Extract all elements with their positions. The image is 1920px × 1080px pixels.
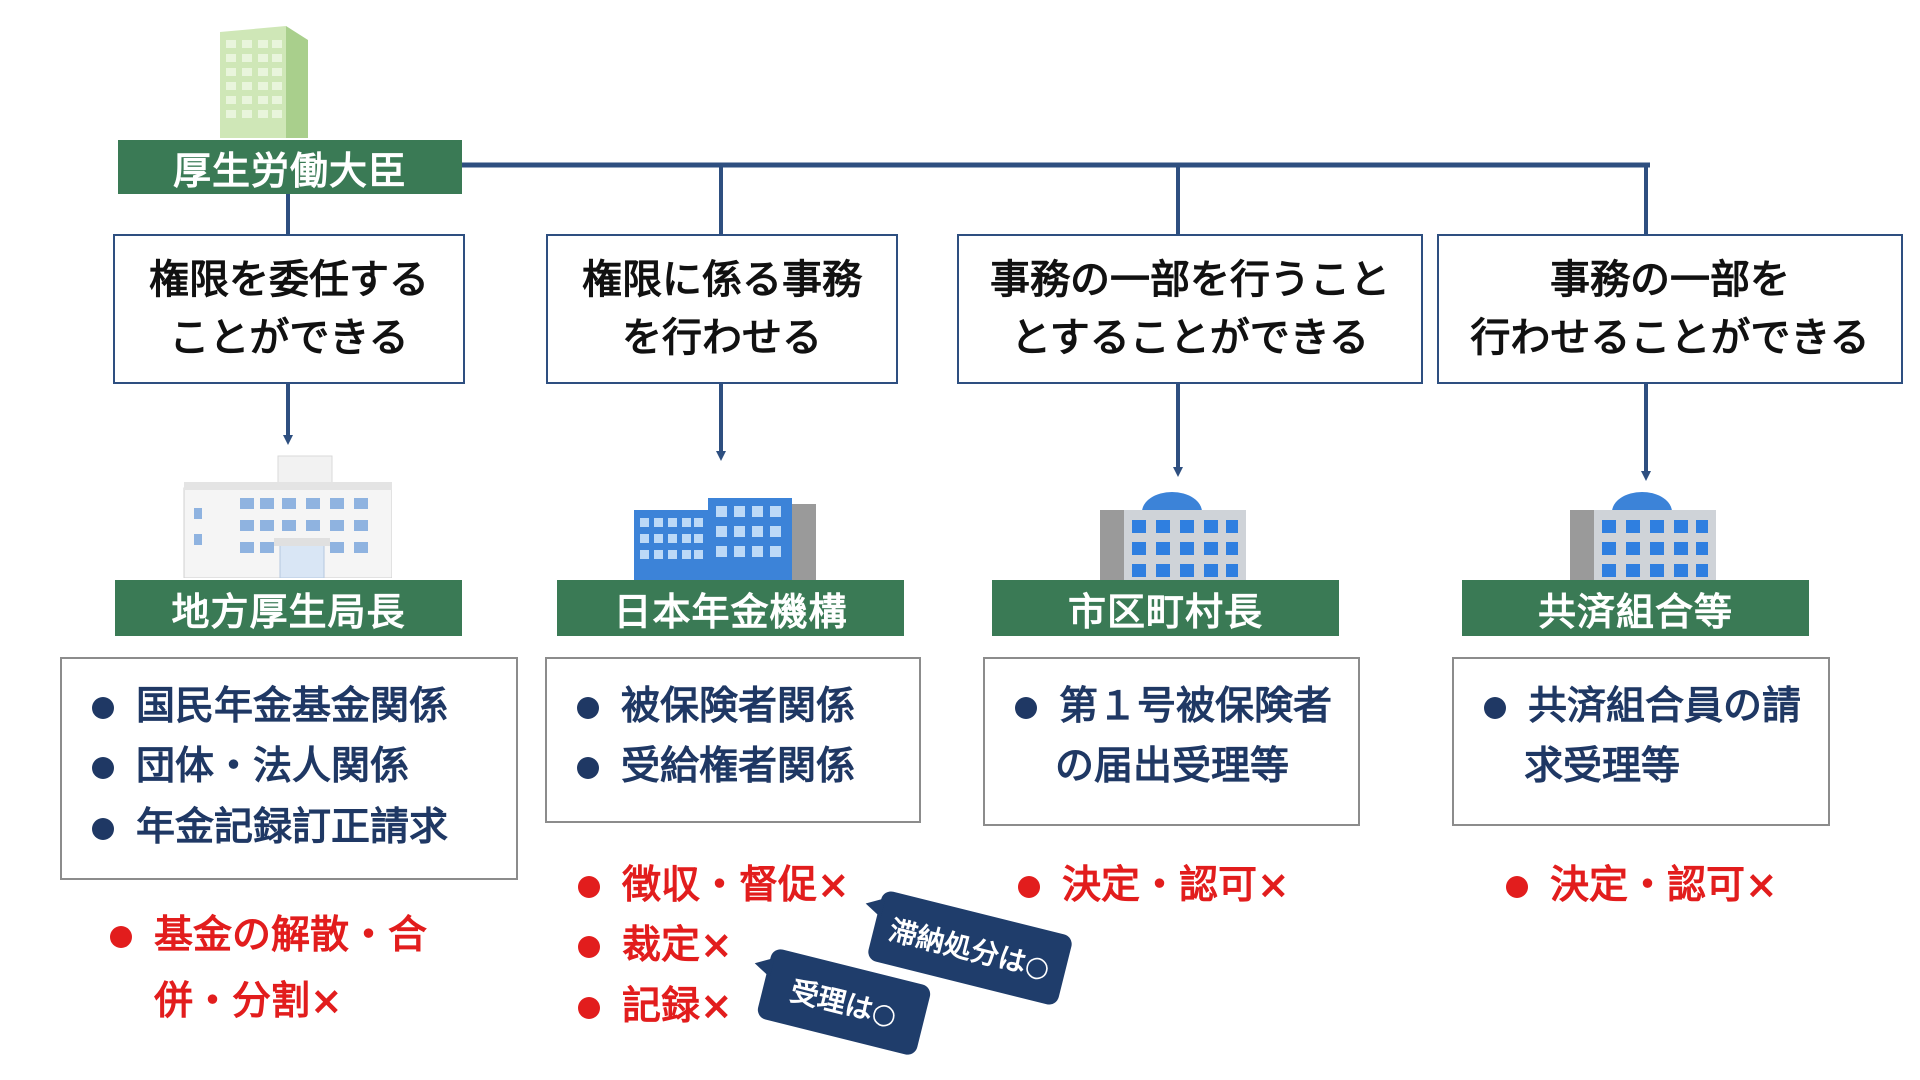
- city-hall-icon: [1100, 492, 1246, 580]
- role-line: ことができる: [169, 315, 409, 361]
- entity-label-regional-bureau: 地方厚生局長: [115, 580, 462, 636]
- bullet-dot: [577, 697, 599, 719]
- office-tower-icon: [220, 26, 308, 138]
- bullet-dot: [1506, 876, 1528, 898]
- bullet-dot: [92, 757, 114, 780]
- duty-item: 年金記録訂正請求: [88, 798, 496, 858]
- duty-item-continued: の届出受理等: [1055, 744, 1290, 790]
- bullet-dot: [92, 817, 114, 840]
- role-line: 事務の一部を行うこと: [990, 257, 1390, 303]
- role-line: 権限を委任する: [149, 257, 429, 303]
- bullet-dot: [1018, 876, 1040, 898]
- duty-item: 被保険者関係: [573, 677, 899, 737]
- exception-item-continued: 併・分割×: [154, 979, 343, 1025]
- entity-label-pension-service: 日本年金機構: [557, 580, 904, 636]
- bullet-dot: [578, 936, 600, 959]
- role-line: 事務の一部を: [1550, 257, 1790, 303]
- duty-box-4: 共済組合員の請 求受理等: [1452, 657, 1830, 826]
- role-line: とすることができる: [1011, 315, 1369, 361]
- bullet-dot: [110, 926, 132, 948]
- duty-item: 共済組合員の請: [1480, 677, 1808, 737]
- role-line: 権限に係る事務: [582, 257, 862, 303]
- entity-label-municipal-mayor: 市区町村長: [992, 580, 1339, 636]
- role-box-2: 権限に係る事務 を行わせる: [546, 234, 898, 384]
- duty-box-3: 第１号被保険者 の届出受理等: [983, 657, 1360, 826]
- exception-list-3: 決定・認可×: [1018, 856, 1338, 916]
- association-building-icon: [1570, 492, 1716, 580]
- exception-item: 徴収・督促×: [578, 856, 918, 916]
- bullet-dot: [1484, 697, 1506, 719]
- exception-item: 決定・認可×: [1506, 856, 1826, 916]
- exception-item: 裁定×: [578, 916, 918, 976]
- exception-item: 基金の解散・合: [110, 906, 530, 966]
- bullet-dot: [578, 876, 600, 898]
- minister-label: 厚生労働大臣: [118, 140, 462, 194]
- duty-box-2: 被保険者関係 受給権者関係: [545, 657, 921, 823]
- hospital-building-icon: [183, 455, 392, 578]
- exception-list-2: 徴収・督促× 裁定× 記録×: [578, 856, 918, 1037]
- duty-item: 国民年金基金関係: [88, 677, 496, 737]
- role-box-4: 事務の一部を 行わせることができる: [1437, 234, 1903, 384]
- exception-list-4: 決定・認可×: [1506, 856, 1826, 916]
- bullet-dot: [92, 697, 114, 719]
- duty-box-1: 国民年金基金関係 団体・法人関係 年金記録訂正請求: [60, 657, 518, 880]
- bullet-dot: [577, 757, 599, 780]
- duty-item: 第１号被保険者: [1011, 677, 1338, 737]
- duty-item-continued: 求受理等: [1524, 744, 1681, 790]
- bullet-dot: [1015, 697, 1037, 719]
- role-line: 行わせることができる: [1470, 315, 1870, 361]
- duty-item: 団体・法人関係: [88, 737, 496, 797]
- duty-item: 受給権者関係: [573, 737, 899, 797]
- role-box-1: 権限を委任する ことができる: [113, 234, 465, 384]
- role-box-3: 事務の一部を行うこと とすることができる: [957, 234, 1423, 384]
- exception-list-1: 基金の解散・合 併・分割×: [110, 906, 530, 1033]
- bullet-dot: [578, 996, 600, 1019]
- role-line: を行わせる: [622, 315, 822, 361]
- office-building-icon: [634, 498, 816, 580]
- entity-label-mutual-aid: 共済組合等: [1462, 580, 1809, 636]
- exception-item: 決定・認可×: [1018, 856, 1338, 916]
- exception-item: 記録×: [578, 977, 918, 1037]
